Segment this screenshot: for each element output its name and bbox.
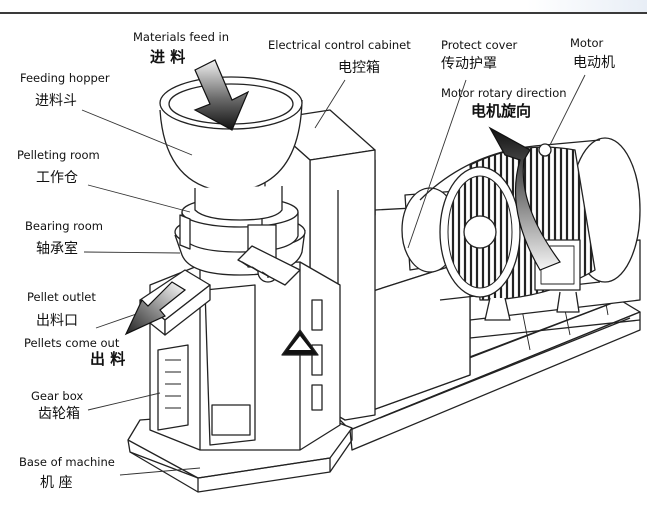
pelleting-room [174,196,306,286]
motor-rotary-arrow [488,126,561,271]
feed-in-arrow [193,59,250,131]
base-label-zh: 机 座 [40,475,73,491]
bearing-room-label-en: Bearing room [25,219,103,233]
pelleting-room-label-en: Pelleting room [17,148,100,162]
hopper-label-en: Feeding hopper [20,71,110,85]
rotary-label-en: Motor rotary direction [441,86,567,100]
pellets-out-label-en: Pellets come out [24,336,120,350]
cover-label-en: Protect cover [441,38,518,52]
gear-box-label-en: Gear box [31,389,84,403]
cabinet-label-zh: 电控箱 [338,60,380,76]
rotary-label-zh: 电机旋向 [471,102,532,120]
gear-box-label-zh: 齿轮箱 [38,406,80,422]
motor [419,137,641,321]
feed-in-label-en: Materials feed in [133,30,230,44]
pellets-out-arrow [124,281,187,336]
cabinet-label-en: Electrical control cabinet [268,38,411,52]
feed-in-label-zh: 进 料 [150,48,186,66]
pellets-out-label-zh: 出 料 [90,350,126,368]
motor-label-en: Motor [570,36,604,50]
pellet-outlet-label-zh: 出料口 [36,313,78,329]
hopper-label-zh: 进料斗 [35,93,77,109]
base-label-en: Base of machine [19,455,115,469]
motor-label-zh: 电动机 [573,55,615,71]
pellet-outlet-label-en: Pellet outlet [27,290,96,304]
top-bar [0,0,647,14]
cover-label-zh: 传动护罩 [441,56,497,72]
leader-lines [81,74,586,476]
bearing-room-label-zh: 轴承室 [36,241,78,257]
pelleting-room-label-zh: 工作仓 [36,170,78,186]
